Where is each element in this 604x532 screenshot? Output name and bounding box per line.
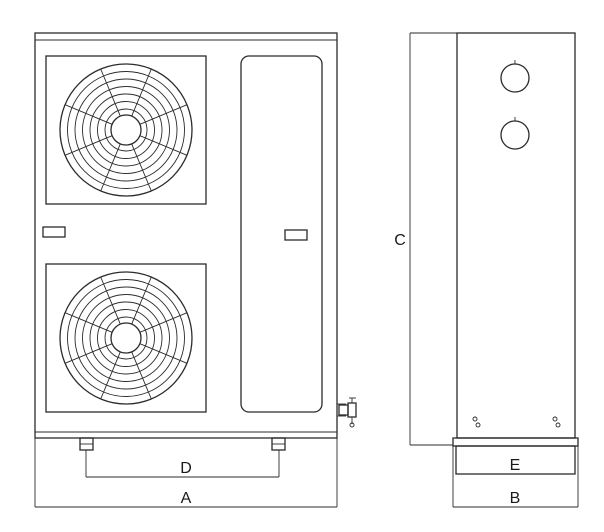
fan-guard-spoke (100, 351, 121, 400)
fan-guard-ring (89, 93, 163, 167)
fan-hub (110, 114, 142, 146)
fan-guard-ring (82, 86, 170, 174)
dimension-b-label: B (510, 490, 521, 507)
fan-guard-spoke (131, 351, 152, 400)
service-panel (240, 55, 323, 413)
fan-guard-spoke (64, 135, 113, 156)
fan-hub (110, 322, 142, 354)
drain-holes-left (472, 416, 481, 428)
pipe-connection-upper (500, 60, 530, 93)
right-foot (271, 437, 286, 451)
upper-fan-unit (45, 55, 207, 205)
fan-guard-spoke (139, 135, 188, 156)
fan-guard-spoke (64, 104, 113, 125)
left-foot (79, 437, 94, 451)
side-housing (456, 32, 576, 439)
fan-guard-spoke (131, 276, 152, 325)
lower-fan-unit (45, 263, 207, 413)
fan-guard-spoke (64, 312, 113, 333)
valve-fitting (337, 397, 357, 428)
pipe-connection-lower (500, 117, 530, 150)
side-base-frame (455, 445, 576, 475)
fan-guard-spoke (100, 68, 121, 117)
upper-fan-frame (45, 55, 207, 205)
dimension-e-label: E (510, 457, 521, 474)
dimension-e: E (510, 457, 521, 474)
fan-guard-spoke (139, 343, 188, 364)
dimension-d: D (85, 450, 280, 478)
fan-guard-ring (82, 294, 170, 382)
dimension-c: C (394, 32, 457, 446)
fan-guard-spoke (64, 343, 113, 364)
lower-fan-guard (59, 271, 193, 405)
fan-guard-ring (89, 301, 163, 375)
front-view (34, 32, 357, 451)
fan-guard-ring (67, 71, 185, 189)
fan-guard-ring (97, 309, 155, 367)
fan-guard-ring (59, 63, 193, 197)
fan-guard-ring (104, 316, 148, 360)
fan-guard-spoke (100, 276, 121, 325)
fan-guard-spoke (139, 104, 188, 125)
dimension-d-label: D (180, 460, 192, 477)
side-base-plate (452, 437, 579, 447)
left-handle (42, 226, 66, 238)
fan-guard-ring (74, 286, 178, 390)
front-housing (34, 32, 338, 439)
fan-guard-ring (59, 271, 193, 405)
fan-guard-spoke (131, 68, 152, 117)
dimension-c-label: C (394, 232, 406, 249)
fan-guard-ring (74, 78, 178, 182)
right-handle (284, 229, 308, 241)
dimension-b: B (452, 446, 579, 508)
fan-guard-ring (67, 279, 185, 397)
fan-guard-ring (97, 101, 155, 159)
fan-guard-spoke (131, 143, 152, 192)
lower-fan-frame (45, 263, 207, 413)
dimension-a: A (34, 438, 338, 508)
fan-guard-spoke (100, 143, 121, 192)
dimension-a-label: A (181, 490, 192, 507)
fan-guard-ring (104, 108, 148, 152)
upper-fan-guard (59, 63, 193, 197)
side-view (452, 32, 579, 475)
fan-guard-spoke (139, 312, 188, 333)
drain-holes-right (552, 416, 561, 428)
